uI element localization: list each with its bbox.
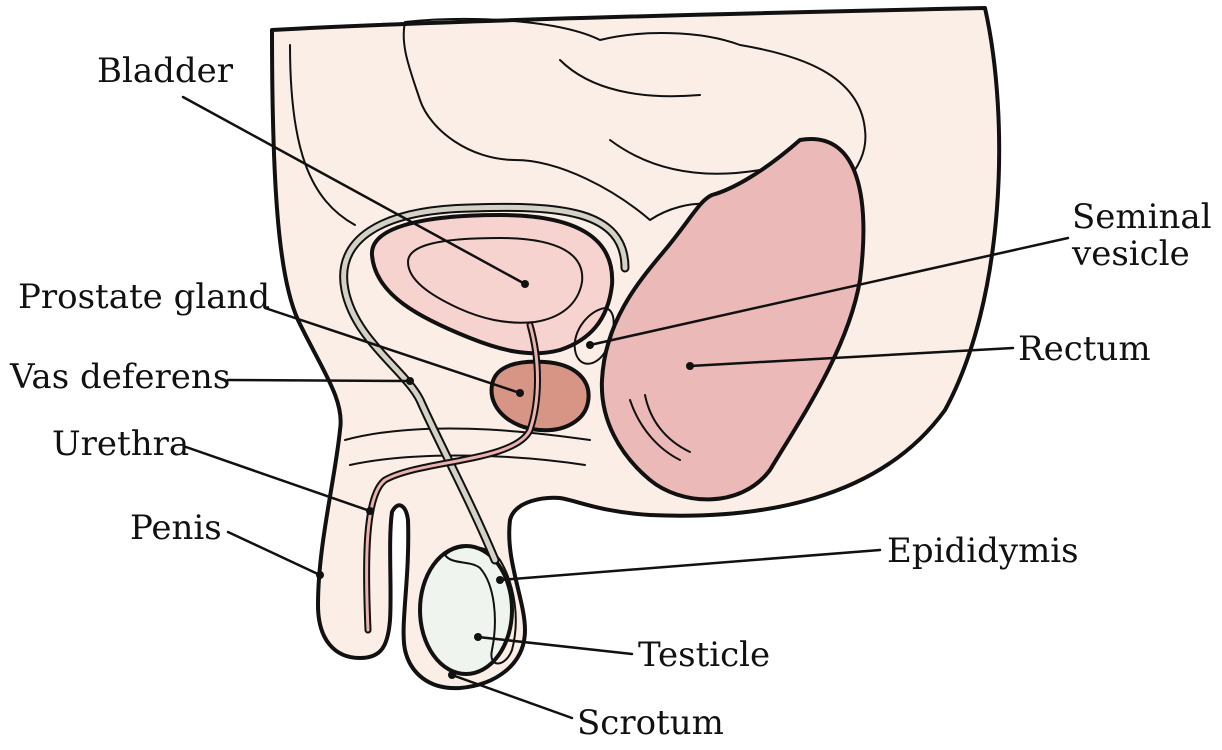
label-epididymis: Epididymis bbox=[887, 531, 1079, 571]
label-rectum: Rectum bbox=[1018, 329, 1151, 369]
label-testicle: Testicle bbox=[638, 635, 770, 675]
leader-line-vas-deferens bbox=[228, 380, 410, 381]
label-seminal-vesicle-line2: vesicle bbox=[1071, 234, 1190, 274]
leader-dot-vas-deferens bbox=[406, 377, 414, 385]
leader-dot-epididymis bbox=[496, 576, 504, 584]
leader-dot-urethra bbox=[366, 507, 374, 515]
label-penis: Penis bbox=[130, 508, 222, 548]
leader-line-epididymis bbox=[500, 550, 880, 580]
leader-dot-bladder bbox=[521, 280, 529, 288]
leader-dot-prostate-gland bbox=[516, 389, 524, 397]
label-seminal-vesicle-line1: Seminal bbox=[1072, 197, 1212, 237]
label-prostate-gland: Prostate gland bbox=[18, 277, 270, 317]
label-urethra: Urethra bbox=[52, 424, 189, 464]
leader-line-penis bbox=[228, 532, 320, 575]
leader-dot-scrotum bbox=[448, 671, 456, 679]
leader-dot-penis bbox=[316, 571, 324, 579]
leader-dot-testicle bbox=[474, 633, 482, 641]
leader-line-scrotum bbox=[452, 675, 572, 718]
label-bladder: Bladder bbox=[97, 51, 234, 91]
leader-dot-rectum bbox=[686, 362, 694, 370]
label-scrotum: Scrotum bbox=[577, 703, 724, 743]
label-vas-deferens: Vas deferens bbox=[9, 357, 230, 397]
testicle-shape bbox=[420, 546, 512, 674]
leader-dot-seminal-vesicle bbox=[586, 341, 594, 349]
